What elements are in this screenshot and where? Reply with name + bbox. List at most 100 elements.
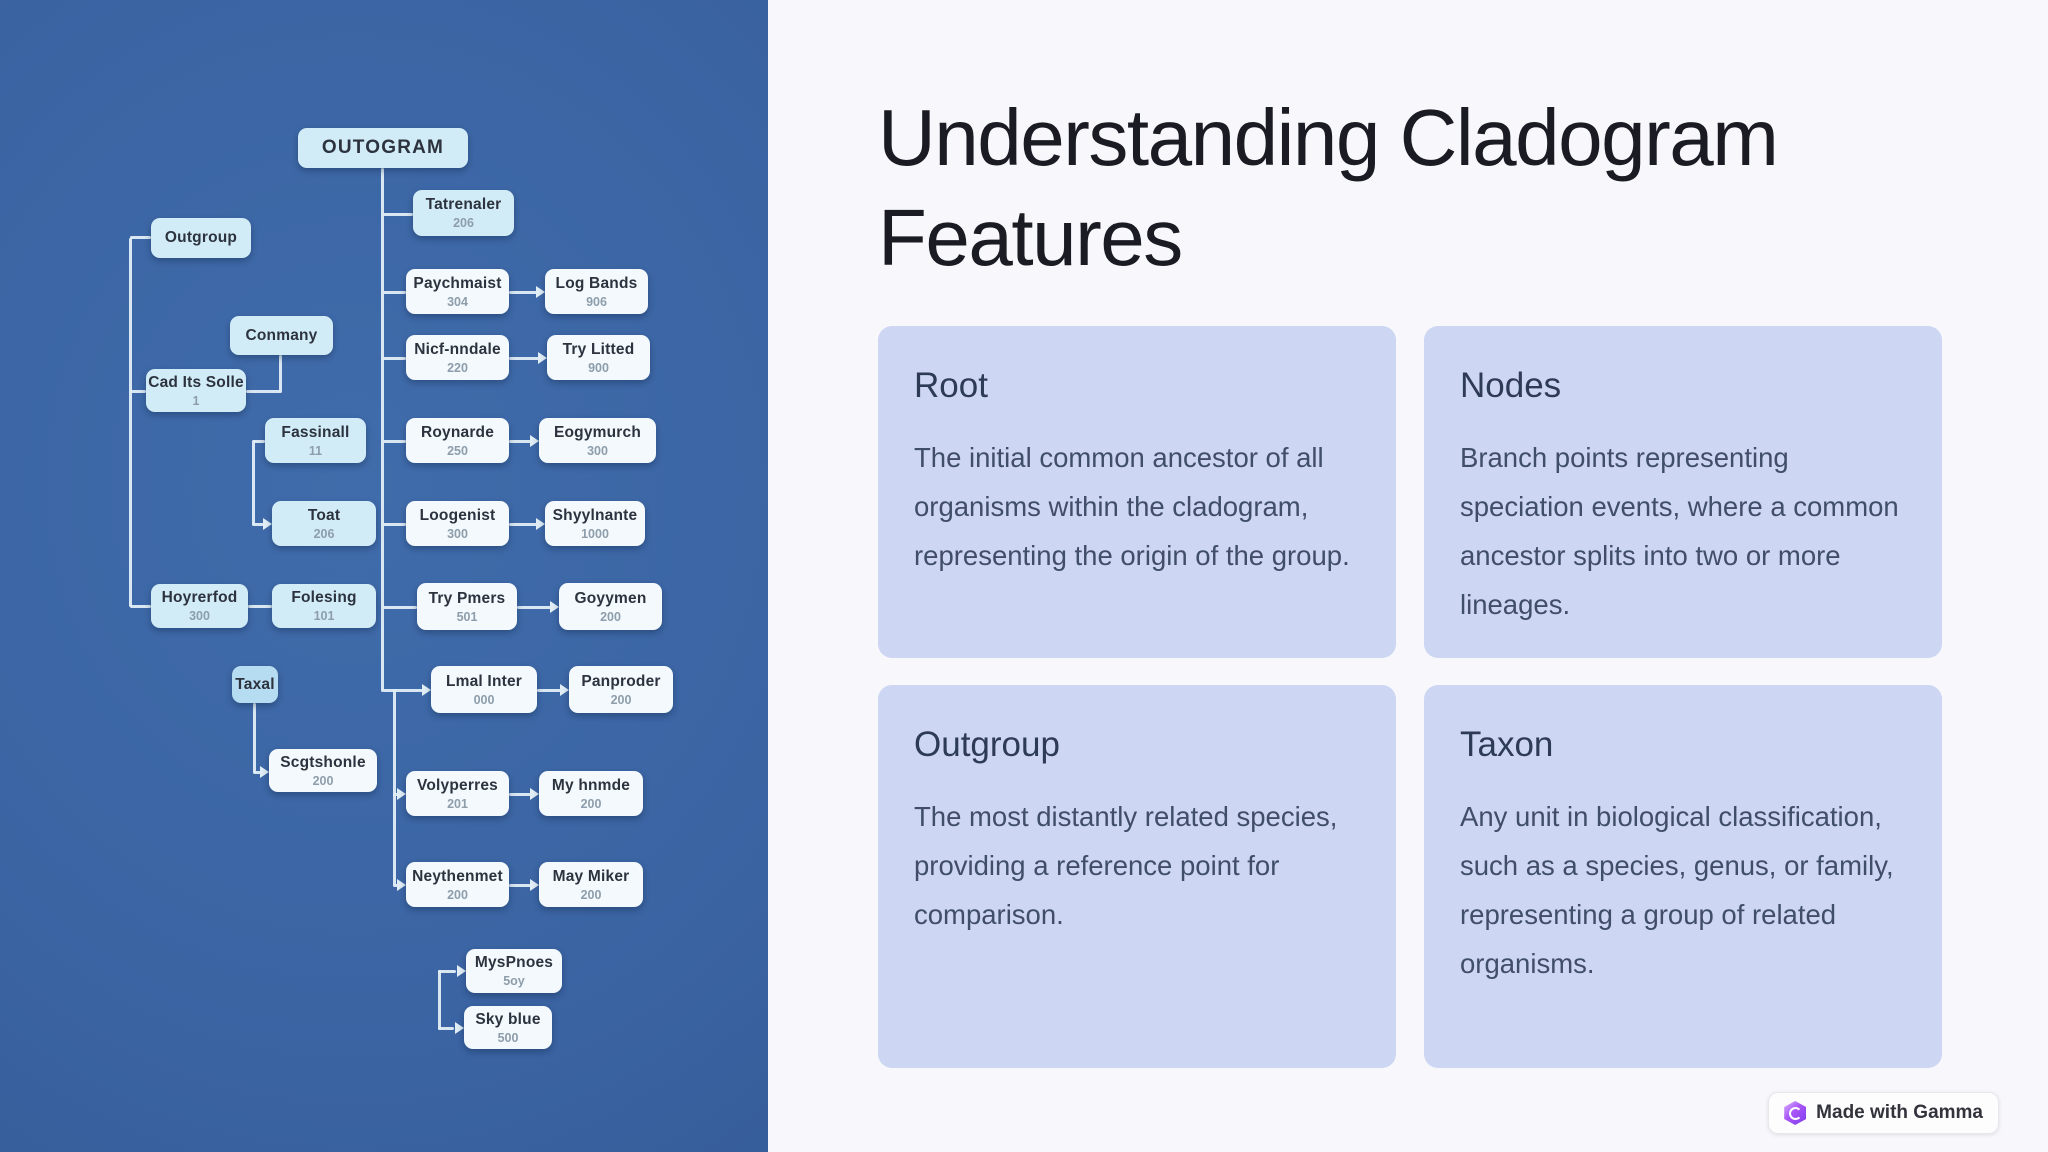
diagram-node-label: Scgtshonle — [280, 753, 366, 771]
arrowhead-icon — [397, 879, 406, 891]
arrowhead-icon — [530, 879, 539, 891]
arrowhead-icon — [530, 435, 539, 447]
diagram-node-label: Taxal — [235, 675, 275, 693]
arrowhead-icon — [538, 352, 547, 364]
connector-line — [537, 689, 561, 692]
card-body: Branch points representing speciation ev… — [1460, 442, 1899, 620]
diagram-node-conmany: Conmany — [230, 316, 333, 355]
diagram-node-value: 300 — [587, 443, 608, 458]
diagram-node-label: Try Litted — [562, 340, 635, 358]
arrowhead-icon — [397, 788, 406, 800]
diagram-node-label: OUTOGRAM — [321, 137, 445, 158]
diagram-node-value: 000 — [473, 692, 495, 707]
connector-line — [383, 689, 423, 692]
connector-line — [383, 213, 413, 216]
diagram-node-value: 206 — [453, 216, 474, 231]
diagram-node-label: Sky blue — [475, 1010, 541, 1028]
card-body: The initial common ancestor of all organ… — [914, 442, 1350, 571]
arrowhead-icon — [263, 518, 272, 530]
connector-line — [130, 605, 151, 608]
connector-line — [381, 168, 384, 692]
diagram-node-label: Loogenist — [419, 506, 496, 524]
diagram-node-value: 1000 — [581, 526, 609, 541]
connector-line — [279, 355, 282, 393]
diagram-node-label: Folesing — [291, 589, 357, 607]
connector-line — [129, 238, 132, 607]
diagram-node-value: 220 — [447, 360, 468, 375]
diagram-node-taxal: Taxal — [232, 666, 278, 703]
diagram-node-value: 200 — [580, 796, 602, 811]
diagram-node-value: 11 — [308, 443, 323, 458]
diagram-node-myspnoes: MysPnoes 5oy — [466, 949, 562, 993]
diagram-node-label: MysPnoes — [474, 954, 554, 972]
card-title: Nodes — [1460, 366, 1562, 405]
diagram-node-value: 200 — [447, 887, 468, 902]
diagram-node-label: Try Pmers — [428, 589, 506, 607]
made-with-gamma-badge[interactable]: Made with Gamma — [1768, 1092, 1999, 1134]
connector-line — [438, 970, 456, 973]
connector-line — [393, 884, 399, 887]
connector-line — [509, 793, 531, 796]
arrowhead-icon — [560, 684, 569, 696]
card-title: Root — [914, 366, 988, 405]
connector-line — [383, 440, 406, 443]
connector-line — [393, 793, 399, 796]
connector-line — [252, 440, 255, 525]
connector-line — [383, 291, 406, 294]
diagram-node-value: 206 — [313, 526, 335, 541]
diagram-node-label: Conmany — [245, 326, 318, 344]
diagram-node-value: 250 — [447, 443, 468, 458]
connector-line — [383, 357, 406, 360]
diagram-node-label: Tatrenaler — [425, 196, 502, 214]
connector-line — [517, 606, 551, 609]
diagram-node-label: Goyymen — [574, 589, 647, 607]
diagram-node-tatrenaler: Tatrenaler 206 — [413, 190, 514, 236]
diagram-node-label: May Miker — [552, 867, 630, 885]
diagram-node-maymiker: May Miker 200 — [539, 862, 643, 907]
connector-line — [130, 236, 151, 239]
connector-line — [383, 523, 406, 526]
arrowhead-icon — [536, 286, 545, 298]
connector-line — [253, 703, 256, 773]
diagram-node-fassinall: Fassinall 11 — [265, 418, 366, 463]
connector-line — [509, 440, 531, 443]
connector-line — [509, 291, 537, 294]
diagram-node-value: 200 — [580, 887, 602, 902]
card-body: The most distantly related species, prov… — [914, 801, 1338, 930]
diagram-node-value: 201 — [447, 796, 468, 811]
diagram-node-label: Eogymurch — [553, 423, 642, 441]
diagram-node-value: 5oy — [503, 974, 525, 989]
arrowhead-icon — [550, 601, 559, 613]
arrowhead-icon — [260, 766, 269, 778]
connector-line — [246, 390, 281, 393]
card-title: Outgroup — [914, 725, 1060, 764]
diagram-node-value: 501 — [456, 609, 478, 624]
diagram-node-label: My hnmde — [551, 776, 631, 794]
arrowhead-icon — [422, 684, 431, 696]
diagram-node-label: Fassinall — [281, 423, 350, 441]
diagram-node-value: 304 — [447, 294, 468, 309]
connector-line — [509, 357, 539, 360]
diagram-node-value: 500 — [497, 1030, 519, 1045]
arrowhead-icon — [455, 1022, 464, 1034]
diagram-node-label: Cad Its Solle — [148, 373, 244, 391]
diagram-node-label: Shyylnante — [552, 506, 638, 524]
diagram-node-label: Outgroup — [164, 229, 238, 246]
diagram-node-label: Panproder — [581, 672, 661, 690]
